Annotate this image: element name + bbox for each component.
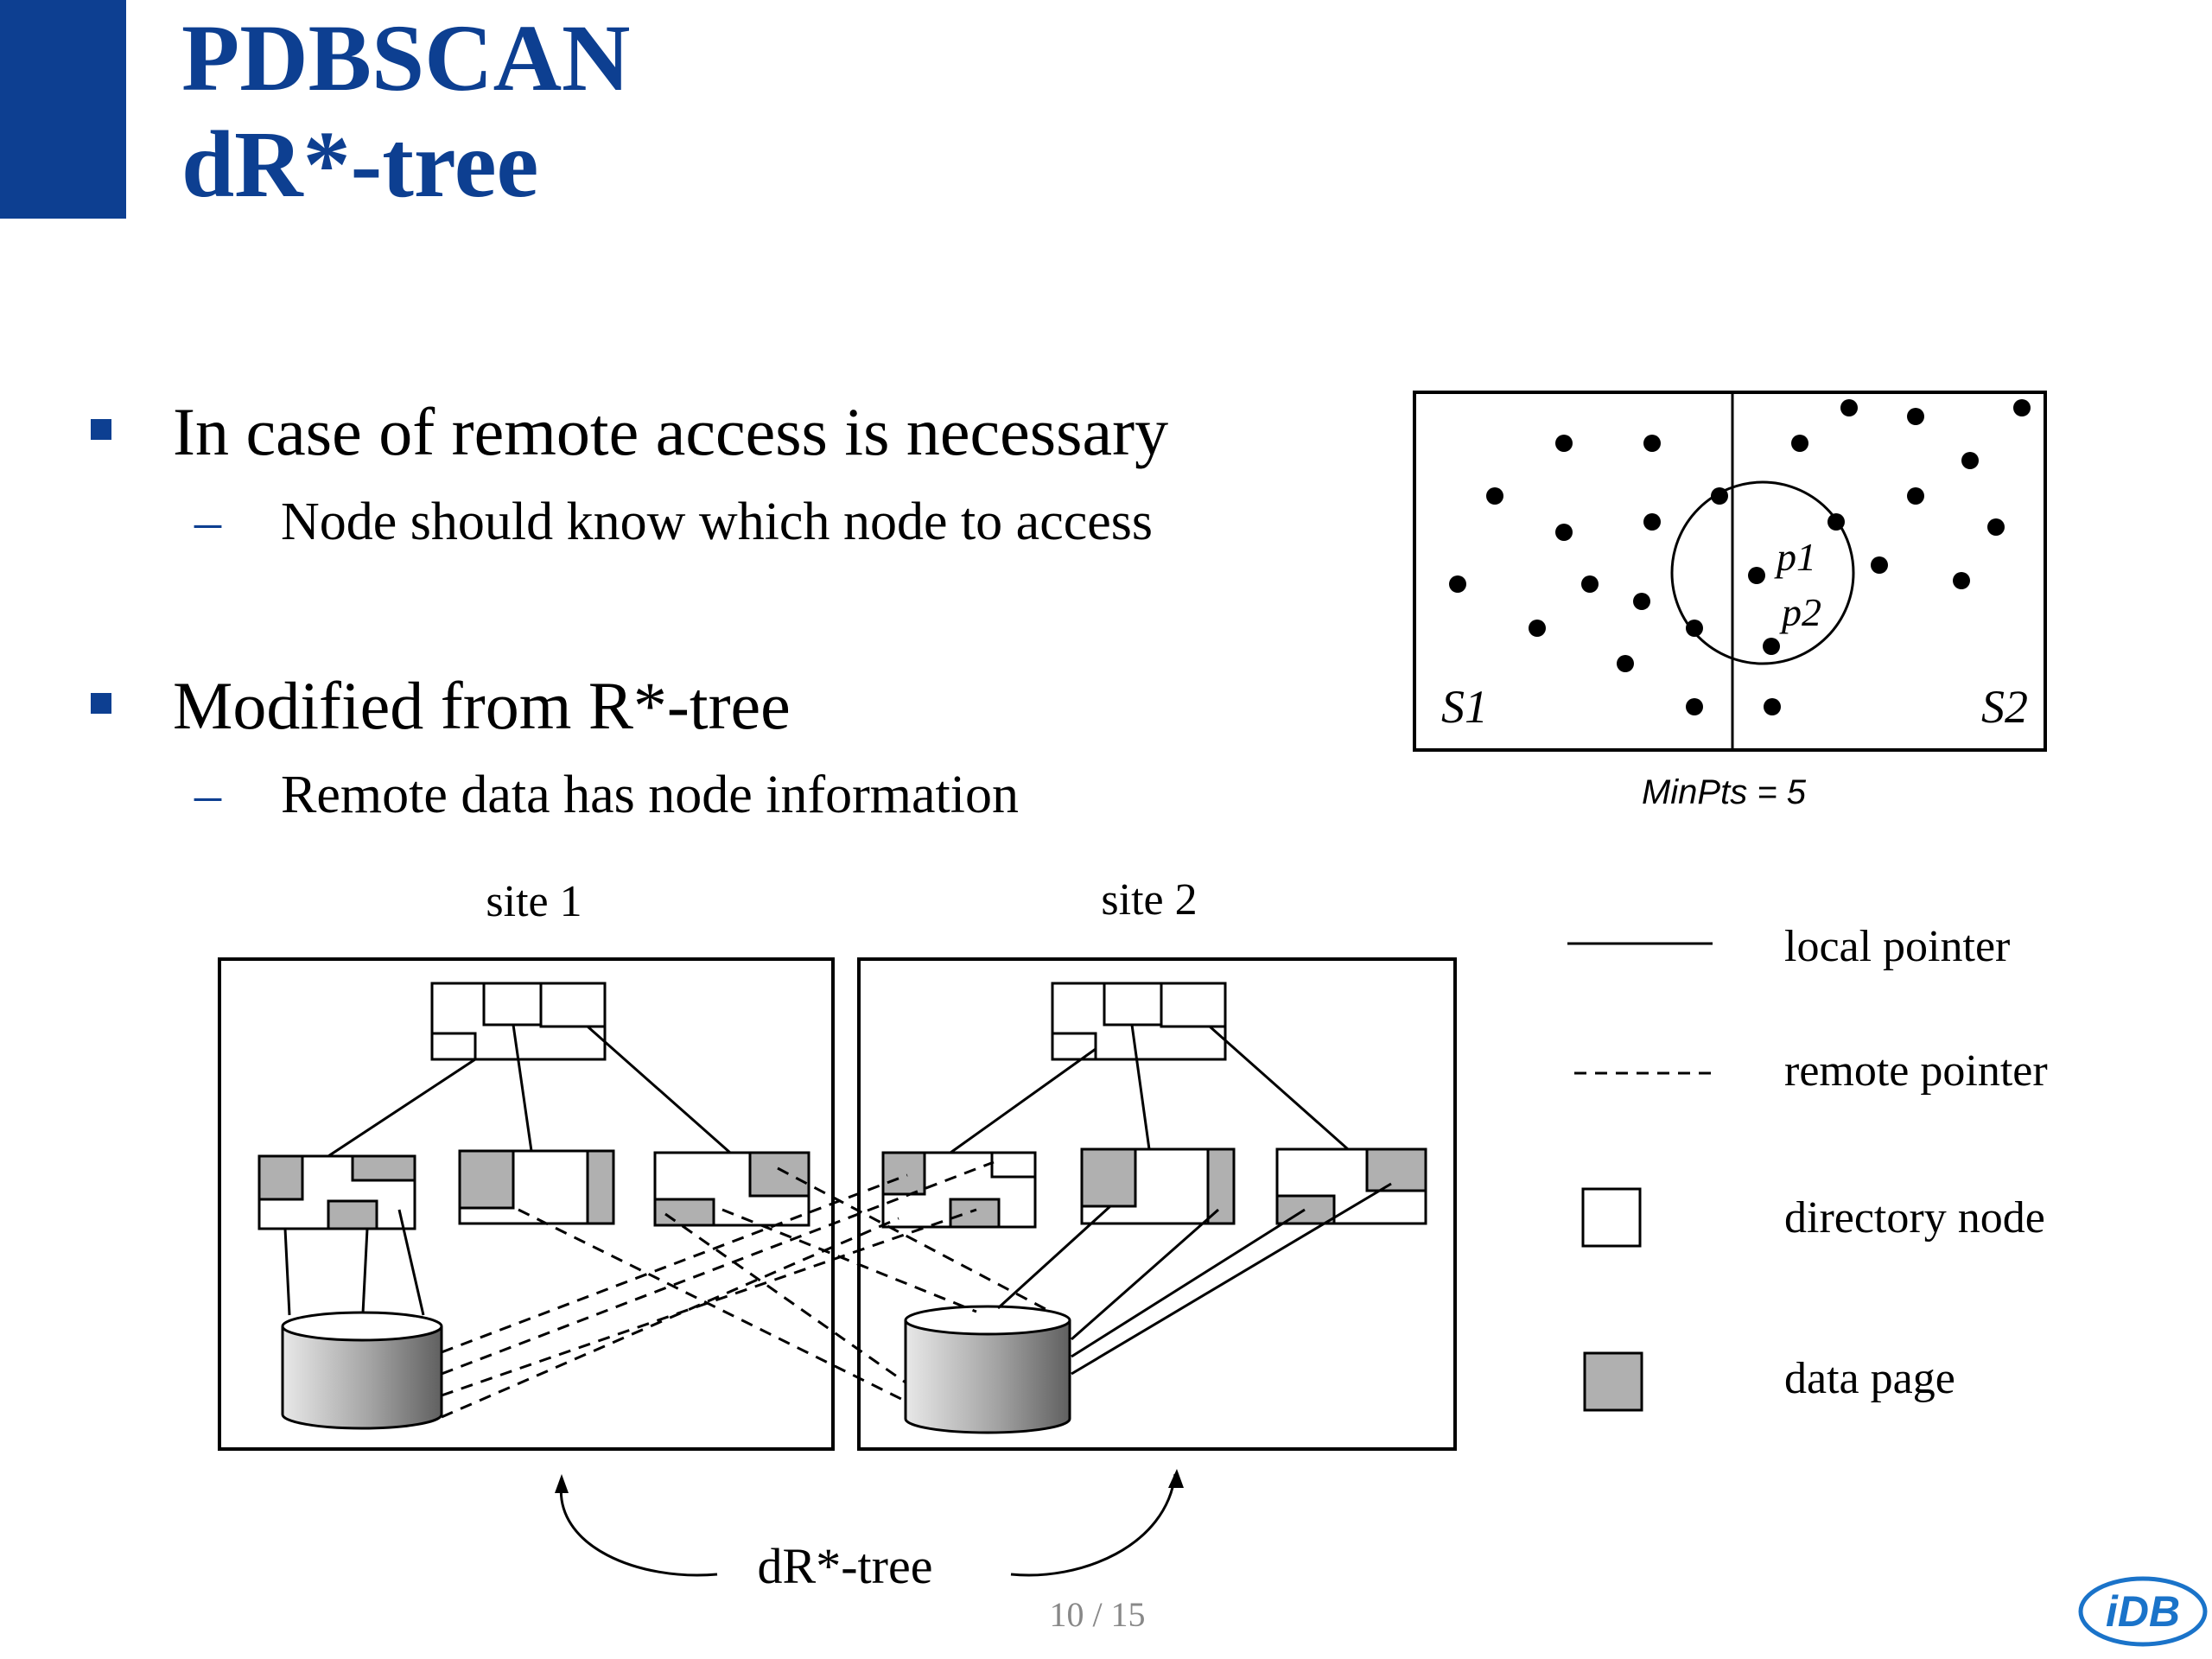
- site-1-child-node-a: [257, 1154, 416, 1230]
- tree-figure: site 1 site 2: [218, 875, 2048, 1594]
- dash-icon: –: [194, 493, 221, 551]
- title-line-1: PDBSCAN: [181, 5, 631, 111]
- legend: local pointer remote pointer directory n…: [1567, 922, 2048, 1412]
- legend-data-page-label: data page: [1784, 1354, 1955, 1403]
- title-accent-bar: [0, 0, 126, 219]
- slide-title: PDBSCAN dR*-tree: [181, 5, 631, 218]
- site-2-child-node-b: [1080, 1147, 1236, 1225]
- site-2-label: site 2: [1101, 875, 1197, 925]
- bullet-square-icon: [91, 419, 111, 440]
- site-2-frame: [857, 957, 1457, 1451]
- partition-figure: S1 S2 p1 p2 MinPts = 5: [1413, 391, 2047, 811]
- point-p2-label: p2: [1779, 590, 1821, 634]
- bullet-1-sub-text: Node should know which node to access: [281, 493, 1154, 551]
- legend-directory-node-icon: [1581, 1187, 1642, 1248]
- dr-tree-label: dR*-tree: [758, 1538, 933, 1594]
- idb-logo-text: iDB: [2106, 1587, 2180, 1636]
- legend-data-page-icon: [1583, 1351, 1643, 1412]
- site-1-root-node: [430, 982, 607, 1061]
- bullet-2-sub-text: Remote data has node information: [281, 766, 1019, 824]
- arrowhead-left-icon: [555, 1474, 569, 1493]
- site-1-child-node-b: [458, 1149, 615, 1225]
- title-line-2: dR*-tree: [181, 111, 539, 217]
- legend-directory-node-label: directory node: [1784, 1193, 2045, 1243]
- legend-local-pointer-label: local pointer: [1784, 922, 2010, 971]
- arrowhead-right-icon: [1168, 1469, 1184, 1488]
- bullet-1-text: In case of remote access is necessary: [173, 394, 1169, 469]
- point-p1-label: p1: [1774, 535, 1816, 579]
- site-1-data-cylinder: [281, 1311, 443, 1430]
- dash-icon: –: [194, 766, 221, 824]
- site-2-data-cylinder: [904, 1305, 1071, 1434]
- local-pointers: [283, 1024, 1392, 1376]
- partition-s2-label: S2: [1981, 681, 2028, 733]
- bullet-square-icon: [91, 693, 111, 714]
- site-2-root-node: [1051, 982, 1227, 1061]
- arc-right: [1010, 1473, 1177, 1577]
- remote-pointers: [441, 1160, 1046, 1419]
- eps-neighborhood-circle: [1670, 480, 1855, 665]
- minpts-caption: MinPts = 5: [1642, 773, 1807, 811]
- partition-s1-label: S1: [1441, 681, 1488, 733]
- page-number: 10 / 15: [1049, 1595, 1146, 1634]
- arc-left: [559, 1481, 718, 1577]
- bullet-2-text: Modified from R*-tree: [173, 668, 791, 743]
- idb-logo: iDB: [2078, 1576, 2208, 1647]
- legend-remote-pointer-label: remote pointer: [1784, 1046, 2048, 1096]
- partition-frame: [1413, 391, 2047, 752]
- site-1-label: site 1: [486, 877, 582, 926]
- data-points: [1449, 399, 2031, 715]
